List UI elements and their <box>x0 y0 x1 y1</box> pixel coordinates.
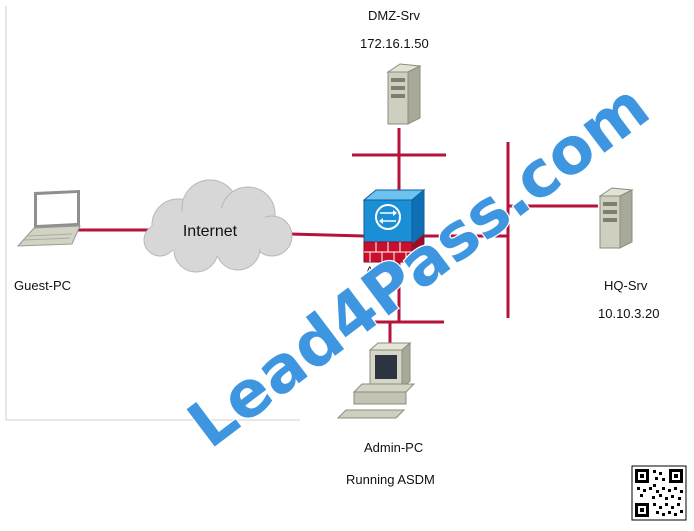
guest-pc-label: Guest-PC <box>14 278 71 293</box>
asa-firewall-icon <box>362 188 426 263</box>
hq-server-icon <box>598 187 634 249</box>
hq-srv-label: HQ-Srv <box>604 278 648 293</box>
laptop-icon <box>16 190 81 247</box>
dmz-srv-ip: 172.16.1.50 <box>360 36 429 51</box>
network-links <box>78 128 598 344</box>
dmz-server-icon <box>386 63 422 125</box>
internet-label: Internet <box>183 223 238 240</box>
asa-label: ASA <box>366 265 389 277</box>
admin-pc-note: Running ASDM <box>346 472 435 487</box>
desktop-pc-icon <box>336 341 416 419</box>
internet-cloud-icon: Internet <box>143 179 293 273</box>
qr-code-icon <box>631 465 687 521</box>
admin-pc-label: Admin-PC <box>364 440 423 455</box>
link-internet-asa <box>289 232 365 238</box>
hq-srv-ip: 10.10.3.20 <box>598 306 659 321</box>
dmz-srv-label: DMZ-Srv <box>368 8 420 23</box>
